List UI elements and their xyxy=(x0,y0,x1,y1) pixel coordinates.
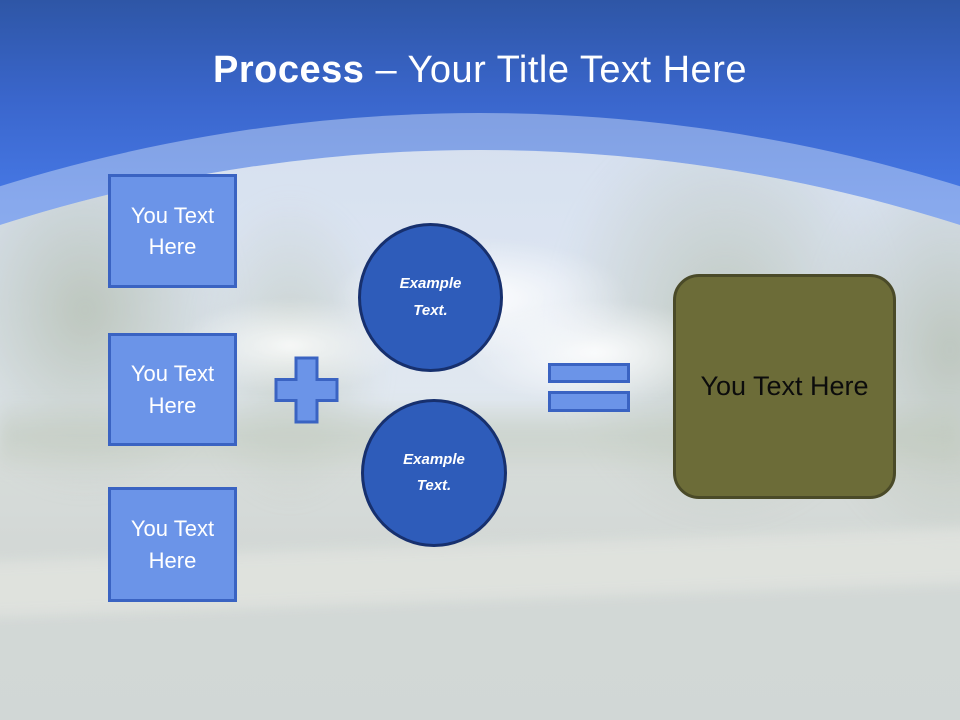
example-circle-2: Example Text. xyxy=(361,399,507,547)
input-box-2: You Text Here xyxy=(108,333,237,446)
slide-title-rest: – Your Title Text Here xyxy=(364,49,747,91)
result-box: You Text Here xyxy=(673,274,896,499)
input-box-2-label: You Text Here xyxy=(130,361,215,418)
equals-icon xyxy=(548,363,630,412)
example-circle-1: Example Text. xyxy=(358,223,503,372)
equals-bar-bottom xyxy=(548,391,630,412)
example-circle-1-label: Example Text. xyxy=(399,275,462,319)
input-box-1: You Text Here xyxy=(108,174,237,288)
example-circle-2-label: Example Text. xyxy=(403,450,465,494)
input-box-3: You Text Here xyxy=(108,487,237,602)
plus-icon xyxy=(274,356,339,424)
slide-title: Process – Your Title Text Here xyxy=(0,49,960,92)
result-box-label: You Text Here xyxy=(700,371,869,401)
slide-title-bold: Process xyxy=(213,49,365,91)
equals-bar-top xyxy=(548,363,630,383)
input-box-1-label: You Text Here xyxy=(130,202,215,259)
input-box-3-label: You Text Here xyxy=(130,516,215,573)
